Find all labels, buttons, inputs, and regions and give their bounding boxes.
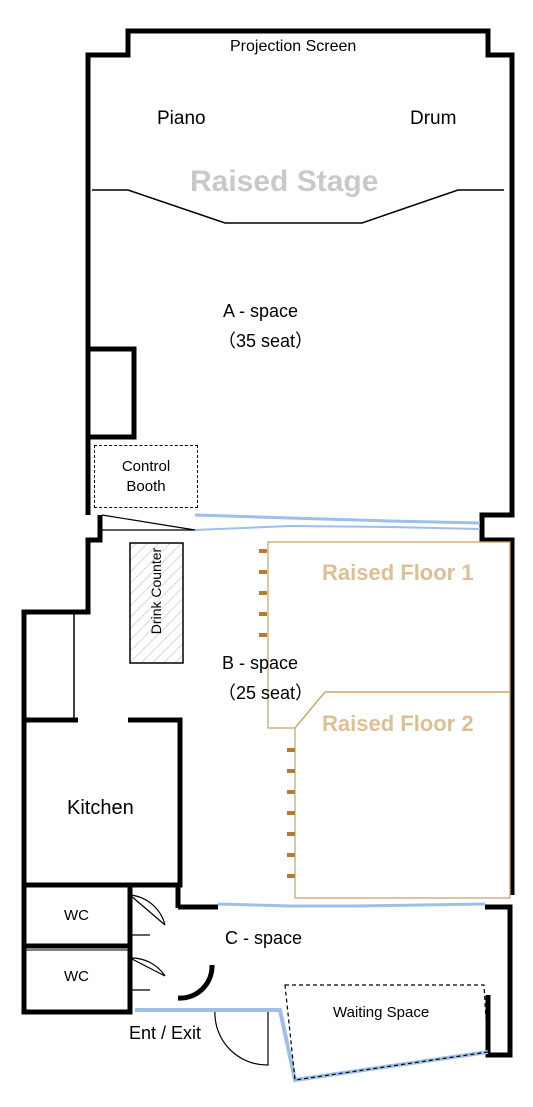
wc-door-1[interactable] xyxy=(129,894,166,936)
drink-counter xyxy=(129,542,184,664)
kitchen-label: Kitchen xyxy=(67,797,134,819)
drink-counter-label: Drink Counter xyxy=(148,547,164,635)
b-space-seats-label: （25 seat） xyxy=(218,683,314,703)
step-markers xyxy=(259,549,295,878)
glass-partition-bc xyxy=(217,902,486,908)
outer-wall-c-right xyxy=(485,904,513,1058)
kitchen-wall-right xyxy=(24,717,183,888)
wc-1-label: WC xyxy=(64,907,89,924)
divider-black xyxy=(101,514,196,531)
raised-floor-1-label: Raised Floor 1 xyxy=(322,560,474,585)
waiting-space-area xyxy=(284,984,489,1081)
projection-screen-label: Projection Screen xyxy=(230,38,357,55)
drum-label: Drum xyxy=(410,108,457,129)
stage-edge xyxy=(92,189,504,224)
control-booth: Control Booth xyxy=(94,445,198,508)
c-space-label: C - space xyxy=(225,928,303,948)
glass-entrance xyxy=(135,1008,489,1083)
a-space-seats-label: （35 seat） xyxy=(218,331,314,351)
raised-floor-2-outline xyxy=(294,691,511,899)
ent-exit-label: Ent / Exit xyxy=(129,1023,202,1043)
b-space-label: B - space xyxy=(222,653,299,673)
glass-partition-ab-2 xyxy=(194,524,481,531)
wc-door-2[interactable] xyxy=(129,957,166,991)
entrance-swing-arc xyxy=(177,964,215,1001)
a-space-label: A - space xyxy=(223,301,299,321)
raised-floor-2-label: Raised Floor 2 xyxy=(322,711,474,736)
control-booth-label-2: Booth xyxy=(126,477,166,495)
raised-stage-label: Raised Stage xyxy=(190,165,379,198)
entrance-door[interactable] xyxy=(214,1009,269,1066)
outer-wall-left xyxy=(21,515,133,1015)
piano-label: Piano xyxy=(157,108,206,129)
control-booth-label-1: Control xyxy=(121,457,171,475)
waiting-space-label: Waiting Space xyxy=(333,1004,430,1021)
wc-2-label: WC xyxy=(64,968,89,985)
outer-wall-a xyxy=(85,28,515,895)
glass-partition-ab xyxy=(194,513,481,525)
